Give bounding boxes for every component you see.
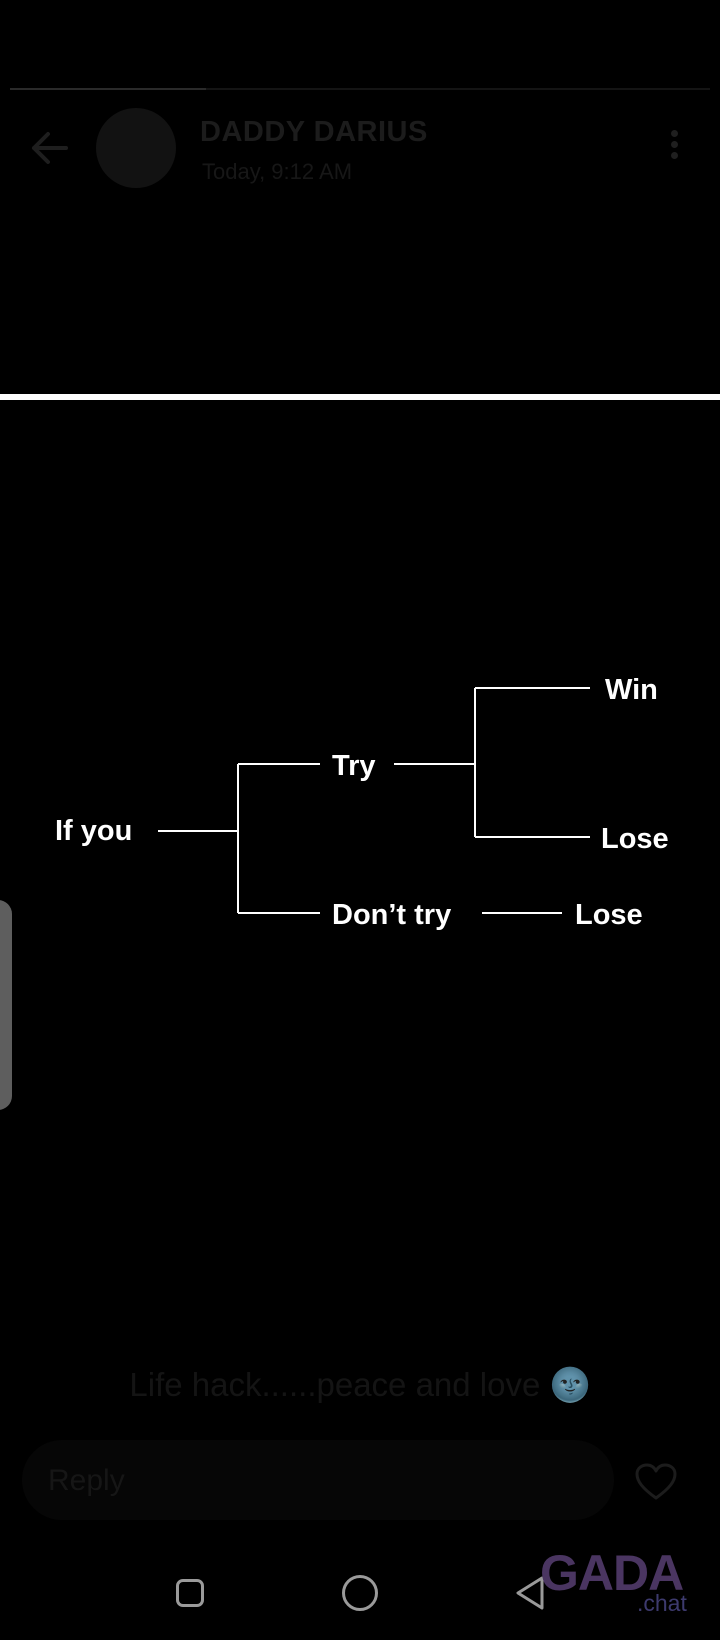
reply-placeholder: Reply bbox=[48, 1464, 125, 1497]
story-progress-fill bbox=[10, 88, 206, 90]
reply-input[interactable] bbox=[22, 1440, 614, 1520]
back-triangle-icon[interactable] bbox=[512, 1574, 548, 1612]
home-circle-icon[interactable] bbox=[342, 1575, 378, 1611]
node-try: Try bbox=[332, 750, 376, 782]
recents-square-icon[interactable] bbox=[176, 1579, 204, 1607]
avatar[interactable] bbox=[96, 108, 176, 188]
node-lose-try: Lose bbox=[601, 823, 669, 855]
watermark-suffix: .chat bbox=[637, 1590, 687, 1616]
decision-tree-diagram: If you Try Win Lose Don’t try Lose bbox=[55, 674, 669, 931]
story-progress-bar bbox=[10, 88, 710, 90]
watermark-logo: GADA bbox=[540, 1545, 684, 1601]
heart-icon[interactable] bbox=[634, 1462, 678, 1502]
more-vertical-icon[interactable] bbox=[668, 130, 680, 166]
image-top-edge bbox=[0, 394, 720, 400]
story-caption: Life hack......peace and love 🌚 bbox=[129, 1366, 591, 1403]
node-if-you: If you bbox=[55, 815, 132, 847]
sender-name[interactable]: DADDY DARIUS bbox=[200, 116, 428, 148]
edge-panel-handle[interactable] bbox=[0, 900, 12, 1110]
node-lose-dont-try: Lose bbox=[575, 899, 643, 931]
timestamp: Today, 9:12 AM bbox=[202, 159, 353, 184]
node-win: Win bbox=[605, 674, 658, 706]
arrow-left-icon[interactable] bbox=[28, 130, 70, 166]
node-dont-try: Don’t try bbox=[332, 899, 451, 931]
